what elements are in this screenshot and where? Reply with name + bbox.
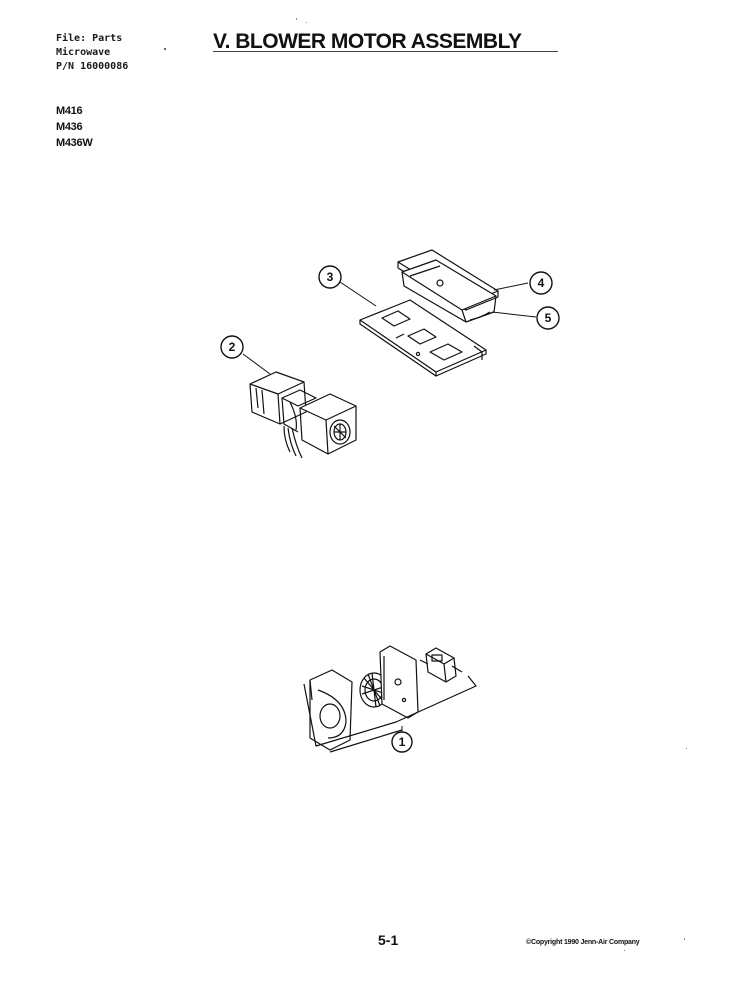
callout-1: 1 xyxy=(399,735,406,749)
model-list: M416 M436 M436W xyxy=(56,103,93,151)
callout-circle-1 xyxy=(391,731,413,753)
category-label: Microwave xyxy=(56,47,111,58)
callout-2: 2 xyxy=(229,340,236,354)
document-meta: File: Parts Microwave P/N 16000086 xyxy=(56,32,128,74)
stray-mark xyxy=(164,48,166,50)
callout-circle-5 xyxy=(536,306,560,330)
model-item: M436W xyxy=(56,137,93,149)
leader-line-5 xyxy=(491,311,537,318)
leader-line-2 xyxy=(242,353,271,375)
callout-5: 5 xyxy=(545,311,552,325)
model-item: M416 xyxy=(56,105,83,117)
page-number: 5-1 xyxy=(378,932,399,948)
leader-line-4 xyxy=(493,282,529,291)
callout-circle-3 xyxy=(318,265,342,289)
part-2-blower-motor xyxy=(249,371,357,459)
part-1-blower-assembly xyxy=(303,645,477,753)
callout-3: 3 xyxy=(327,270,334,284)
callout-circle-2 xyxy=(220,335,244,359)
part-number-label: P/N 16000086 xyxy=(56,61,129,72)
callout-circle-4 xyxy=(529,271,553,295)
part-3-mounting-plate xyxy=(359,299,487,377)
title-underline xyxy=(213,51,558,52)
part-5-duct xyxy=(401,259,497,323)
callout-4: 4 xyxy=(538,276,545,290)
page-title: V. BLOWER MOTOR ASSEMBLY xyxy=(213,30,522,53)
model-item: M436 xyxy=(56,121,83,133)
leader-line-3 xyxy=(339,281,377,307)
file-label: File: Parts xyxy=(56,33,123,44)
copyright-notice: ©Copyright 1990 Jenn-Air Company xyxy=(526,939,640,946)
